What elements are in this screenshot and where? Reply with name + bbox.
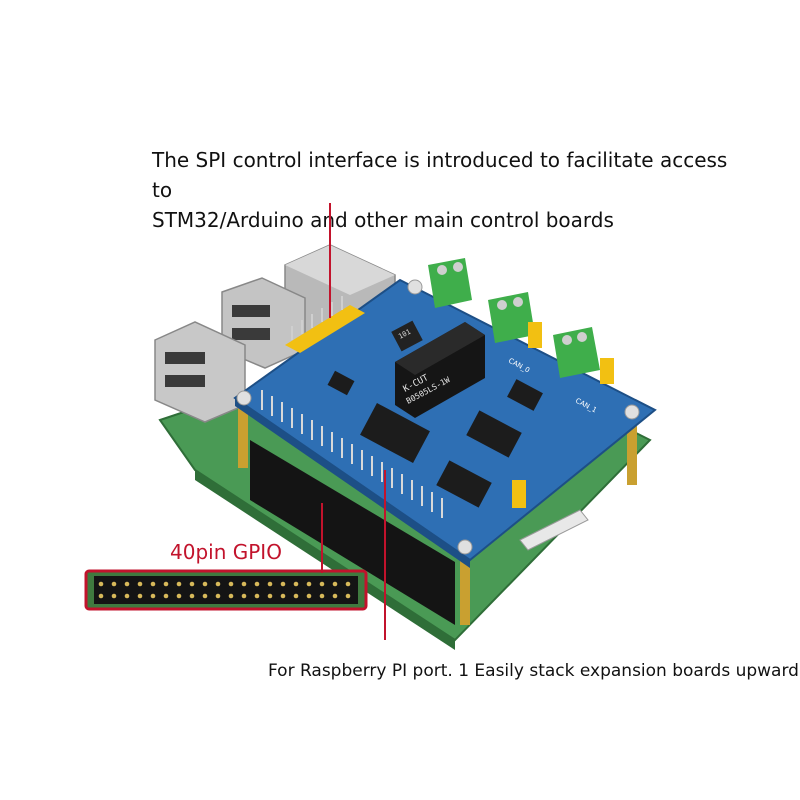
jumper-can0	[528, 322, 542, 348]
transceiver-chip-1	[466, 410, 522, 458]
screw-terminal-power	[428, 258, 472, 308]
standoff-right	[627, 420, 637, 485]
gpio-inset	[84, 569, 368, 611]
gpio-pins	[261, 390, 443, 518]
spi-caption-line2: STM32/Arduino and other main control boa…	[152, 208, 614, 232]
stacking-header	[250, 440, 455, 625]
mount-hole	[457, 539, 473, 555]
screw-terminal-can0	[488, 292, 535, 343]
isolation-module: K-CUT B0505LS-1W	[395, 322, 485, 418]
mount-hole	[407, 279, 423, 295]
spi-caption: The SPI control interface is introduced …	[152, 145, 752, 235]
can-controller-chip	[360, 403, 430, 463]
small-chip-2	[327, 370, 355, 396]
mount-hole	[624, 404, 640, 420]
mount-hole	[236, 390, 252, 406]
small-chip	[507, 379, 543, 411]
standoff-left	[238, 408, 248, 468]
jumper-can1	[600, 358, 614, 384]
gpio-label: 40pin GPIO	[170, 540, 282, 564]
screw-terminal-can1	[553, 327, 600, 378]
transceiver-chip-2	[436, 460, 492, 508]
spi-caption-line1: The SPI control interface is introduced …	[152, 148, 728, 202]
jumper-front	[512, 480, 526, 508]
inductor	[391, 320, 423, 352]
stack-caption: For Raspberry PI port. 1 Easily stack ex…	[268, 661, 799, 681]
display-connector	[519, 509, 589, 551]
spi-header	[285, 305, 365, 353]
standoff-front	[460, 555, 470, 625]
